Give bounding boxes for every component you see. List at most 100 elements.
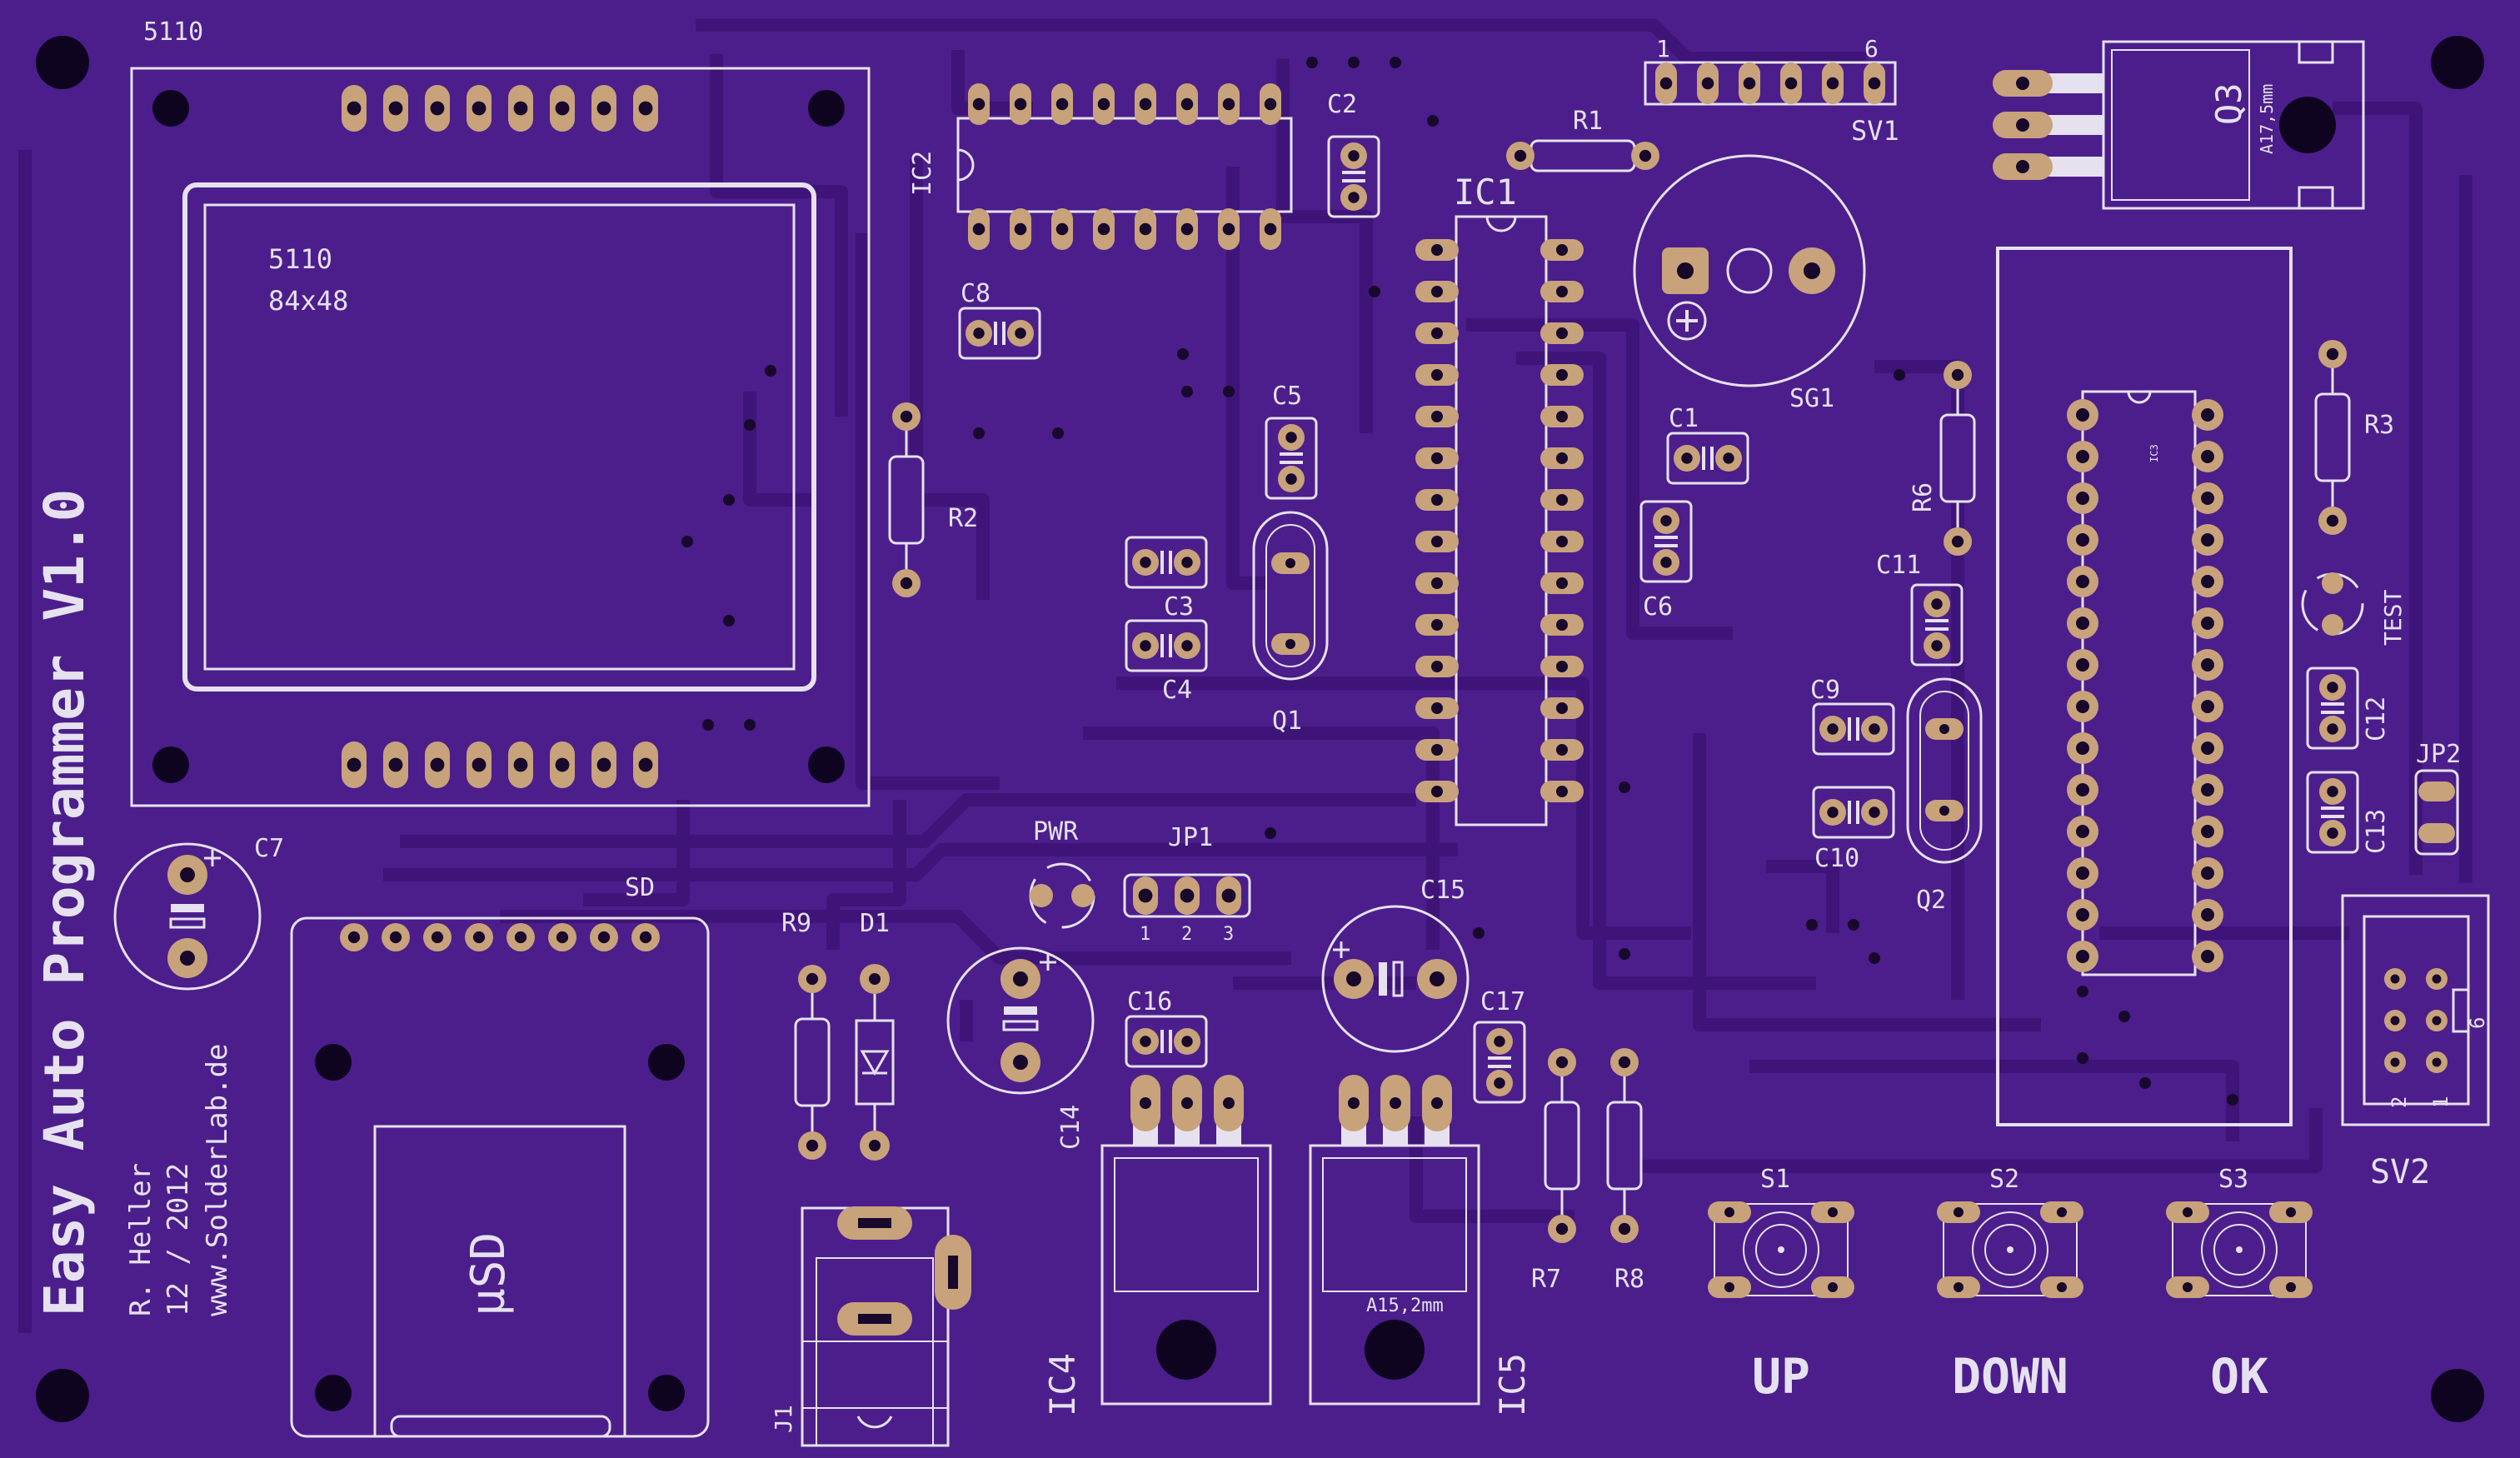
button-caption: UP [1752, 1348, 1810, 1405]
c12-label: C12 [2362, 697, 2391, 741]
ic3-pin [2067, 566, 2098, 597]
sv2-pin [2426, 968, 2448, 990]
button-pin [2166, 1276, 2209, 1298]
ic1-pin [1415, 406, 1459, 427]
ic3-socket: IC3 [1996, 247, 2293, 1126]
c3-pin [1174, 549, 1200, 576]
sv1-pin-first: 1 [1656, 35, 1670, 62]
ic3-pin [2067, 774, 2098, 806]
c2-pin [1340, 184, 1367, 211]
c13-pin [2319, 820, 2346, 846]
ic2-pin [1176, 208, 1198, 250]
r7-pin [1548, 1215, 1576, 1243]
test-led: TEST [2301, 572, 2407, 646]
c7-label: C7 [254, 834, 284, 863]
button-pin [1811, 1276, 1854, 1298]
ic3-pin [2067, 399, 2098, 431]
ic1-pin [1540, 406, 1584, 427]
sd-pin [506, 923, 535, 951]
ic3-pin [2067, 816, 2098, 847]
r8-label: R8 [1614, 1265, 1644, 1294]
ic1-pin [1415, 489, 1459, 511]
ic3-pin [2067, 941, 2098, 972]
ic1-pin [1415, 281, 1459, 302]
r9-pin [798, 1131, 826, 1160]
ic3-pin [2067, 691, 2098, 722]
ic1-pin [1415, 364, 1459, 386]
c7-electrolytic: C7 [113, 834, 284, 991]
c13-label: C13 [2362, 809, 2391, 854]
r6-resistor: R6 [1909, 361, 1976, 556]
sd-label: SD [625, 873, 655, 902]
ic3-pin [2192, 607, 2223, 639]
board-title: Easy Auto Programmer V1.0 [32, 489, 97, 1316]
button-pin [1937, 1276, 1980, 1298]
button-pin [1937, 1201, 1980, 1223]
c1-capacitor: C1 [1666, 404, 1749, 485]
lcd-pin [383, 85, 408, 132]
ic1-pin [1540, 364, 1584, 386]
ic3-pin [2192, 774, 2223, 806]
ic2-pin [1176, 83, 1198, 125]
c1-pin [1715, 445, 1742, 472]
ic4-regulator: IC4 [1042, 1075, 1272, 1416]
c12-capacitor: C12 [2306, 667, 2391, 750]
c13-capacitor: C13 [2306, 771, 2391, 854]
sd-pin [548, 923, 576, 951]
jp1-pin [1133, 876, 1158, 915]
c2-label: C2 [1327, 90, 1357, 119]
lcd-pin [550, 741, 575, 788]
ic2-pin [1051, 83, 1073, 125]
c14-electrolytic: C14 [946, 946, 1095, 1150]
sd-pin [382, 923, 410, 951]
ic3-pin [2067, 899, 2098, 931]
ic1-pin [1415, 447, 1459, 469]
ic3-pin [2192, 691, 2223, 722]
r1-pin [1631, 142, 1659, 170]
button-pin [2269, 1201, 2313, 1223]
d1-diode: D1 [855, 909, 895, 1161]
c8-label: C8 [961, 279, 991, 308]
ic1-pin [1540, 239, 1584, 261]
r6-pin [1944, 527, 1972, 556]
sd-pin [590, 923, 618, 951]
r1-label: R1 [1573, 107, 1603, 136]
lcd-pin [342, 85, 367, 132]
c16-capacitor: C16 [1125, 987, 1208, 1068]
r9-label: R9 [781, 909, 811, 938]
ic3-pin [2192, 941, 2223, 972]
c6-capacitor: C6 [1639, 500, 1693, 622]
r1-pin [1506, 142, 1534, 170]
ic1-pin [1540, 447, 1584, 469]
r3-pin [2318, 507, 2347, 535]
lcd-label: 5110 [143, 17, 203, 47]
c5-pin [1278, 466, 1305, 492]
r2-pin [892, 569, 921, 597]
c17-capacitor: C17 [1473, 987, 1526, 1104]
c2-pin [1340, 142, 1367, 169]
ic1-pin [1415, 614, 1459, 636]
c15-label: C15 [1420, 876, 1465, 905]
q3-regulator: Q3 A17,5mm [1993, 40, 2365, 210]
sv2-pin [2384, 1051, 2406, 1073]
ic3-pin [2192, 816, 2223, 847]
sd-pin [340, 923, 368, 951]
q1-crystal: Q1 [1252, 511, 1329, 736]
c17-pin [1486, 1028, 1513, 1055]
c17-label: C17 [1480, 987, 1525, 1016]
lcd-header-bottom [342, 741, 658, 788]
ic2-chip: IC2 [908, 83, 1293, 250]
lcd-pin [591, 741, 616, 788]
ic1-pin [1540, 656, 1584, 677]
r7-label: R7 [1531, 1265, 1561, 1294]
r7-pin [1548, 1048, 1576, 1076]
j1-label: J1 [770, 1405, 797, 1433]
button-ref-label: S2 [1989, 1165, 2019, 1194]
ic3-pin [2192, 649, 2223, 681]
ic2-pin [1260, 208, 1281, 250]
ic2-pin [968, 83, 990, 125]
ic1-pin [1540, 322, 1584, 344]
